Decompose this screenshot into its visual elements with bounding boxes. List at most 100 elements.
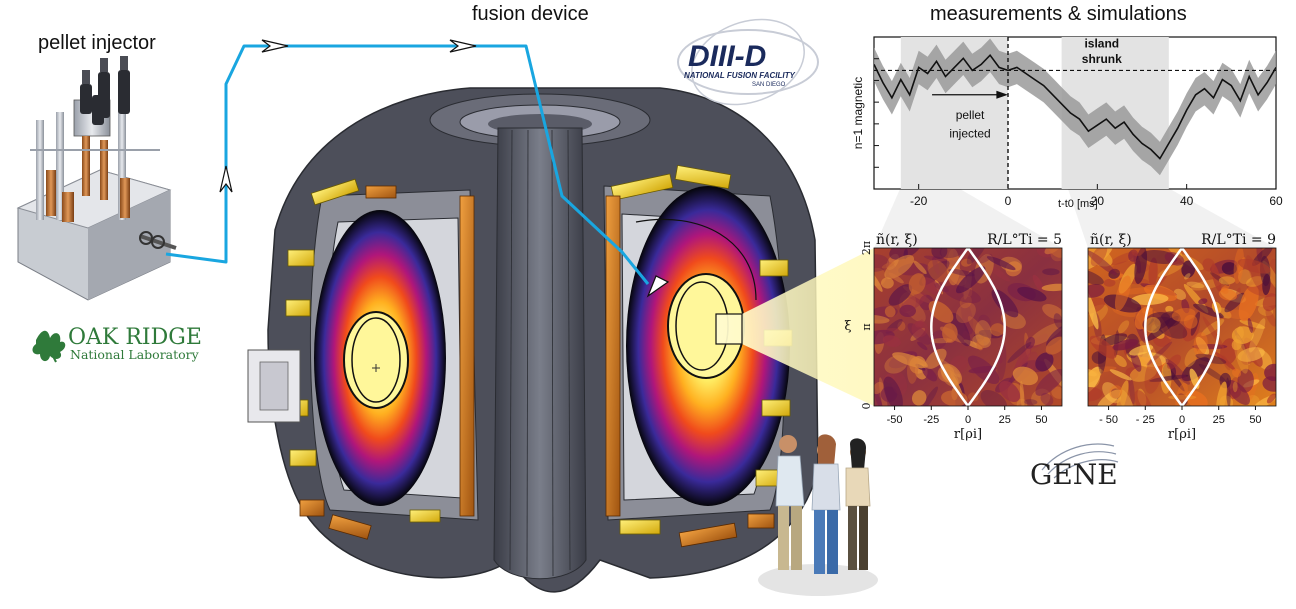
zoom-target-box	[715, 313, 743, 345]
turbulence-blob	[1221, 262, 1237, 275]
turbulence-blob	[1202, 316, 1225, 350]
turbulence-blob	[976, 338, 985, 351]
turbulence-blob	[1000, 311, 1026, 330]
turbulence-blob	[1239, 319, 1266, 329]
chart-annotation: shrunk	[1082, 52, 1122, 66]
turbulence-blob	[966, 248, 988, 265]
turbulence-blob	[1051, 386, 1062, 399]
turbulence-blob	[1035, 368, 1062, 396]
turbulence-blob	[1218, 288, 1237, 301]
turbulence-blob	[1088, 250, 1117, 276]
turbulence-blob	[915, 320, 923, 328]
turbulence-blob	[932, 256, 940, 275]
turbulence-blob	[1246, 276, 1265, 287]
turbulence-blob	[1167, 354, 1181, 370]
oak-leaf-icon	[32, 330, 66, 363]
turbulence-blob	[908, 273, 926, 295]
turbulence-blob	[1262, 376, 1276, 392]
turbulence-blob	[1109, 369, 1132, 381]
turbulence-blob	[1181, 260, 1196, 278]
turbulence-blob	[955, 302, 976, 324]
turbulence-blob	[1146, 315, 1179, 341]
turbulence-blob	[1144, 355, 1163, 394]
turbulence-blob	[1116, 380, 1129, 406]
turbulence-blob	[1097, 389, 1121, 406]
turbulence-blob	[922, 386, 938, 406]
turbulence-blob	[1035, 352, 1054, 372]
turbulence-blob	[892, 352, 928, 369]
turbulence-blob	[940, 363, 962, 385]
sim-x-tick-label: -50	[887, 414, 903, 426]
sim-y-tick-label: 2π	[860, 241, 873, 255]
turbulence-blob	[956, 266, 986, 294]
turbulence-blob	[1088, 368, 1103, 385]
sim-panel-1-x-label: r[ρi]	[954, 427, 982, 442]
gene-logo: GENE	[1030, 443, 1119, 491]
turbulence-blob	[1262, 293, 1276, 312]
turbulence-blob	[1042, 304, 1062, 320]
turbulence-blob	[1148, 257, 1158, 287]
turbulence-blob	[1193, 332, 1208, 357]
turbulence-blob	[1193, 303, 1224, 319]
turbulence-blob	[874, 254, 890, 272]
x-tick-label: 40	[1180, 194, 1194, 208]
pellet-path	[165, 39, 670, 298]
oak-ridge-logo: OAK RIDGE National Laboratory	[32, 325, 202, 363]
chart-annotation: injected	[949, 126, 990, 140]
turbulence-blob	[1041, 283, 1062, 292]
turbulence-blob	[1237, 368, 1254, 393]
turbulence-blob	[1237, 347, 1265, 362]
sim-panel-1-title-left: ñ(r, ξ)	[876, 232, 918, 248]
turbulence-blob	[977, 253, 993, 264]
turbulence-blob	[1238, 284, 1259, 322]
turbulence-blob	[1216, 381, 1227, 406]
band-connector-2	[1068, 189, 1276, 248]
turbulence-blob	[1045, 336, 1062, 355]
turbulence-blob	[1237, 258, 1271, 274]
turbulence-blob	[1143, 284, 1178, 302]
turbulence-blob	[885, 318, 903, 334]
turbulence-blob	[1088, 248, 1113, 267]
turbulence-blob	[1114, 354, 1127, 368]
turbulence-blob	[874, 268, 883, 292]
sim-x-tick-label: 0	[965, 414, 971, 426]
gene-text: GENE	[1030, 458, 1118, 491]
turbulence-blob	[1165, 358, 1190, 385]
turbulence-blob	[1017, 286, 1047, 302]
diii-d-logo: DIII-D NATIONAL FUSION FACILITY SAN DIEG…	[677, 18, 819, 106]
turbulence-blob	[1025, 336, 1035, 349]
chart-y-label: n=1 magnetic	[851, 77, 865, 149]
x-tick-label: -20	[910, 194, 928, 208]
sim-x-tick-label: 50	[1035, 414, 1047, 426]
turbulence-blob	[881, 261, 895, 269]
turbulence-blob	[1184, 273, 1191, 280]
turbulence-blob	[942, 323, 958, 343]
ornl-line1: OAK RIDGE	[68, 325, 202, 350]
chart-annotation: island	[1084, 37, 1119, 51]
turbulence-blob	[884, 254, 915, 279]
turbulence-blob	[883, 376, 903, 406]
sim-x-tick-label: - 25	[1136, 414, 1155, 426]
turbulence-blob	[1262, 273, 1271, 296]
turbulence-blob	[1265, 309, 1276, 327]
turbulence-blob	[1195, 336, 1210, 355]
pellet-injector-illustration	[16, 56, 177, 301]
arrow-chevron-icon	[449, 39, 477, 53]
sim-x-tick-label: 0	[1179, 414, 1185, 426]
turbulence-blob	[978, 314, 991, 330]
chart-x-label: t-t0 [ms]	[1058, 198, 1098, 210]
turbulence-blob	[990, 323, 1005, 337]
pellet-injector-title: pellet injector	[38, 32, 156, 54]
ornl-line2: National Laboratory	[70, 347, 200, 362]
x-tick-label: 60	[1269, 194, 1283, 208]
turbulence-blob	[1030, 333, 1048, 349]
sim-panel-2-title-left: ñ(r, ξ)	[1090, 232, 1132, 248]
diiid-main: DIII-D	[688, 40, 766, 73]
turbulence-blob	[1128, 249, 1139, 262]
turbulence-blob	[1233, 248, 1244, 284]
turbulence-blob	[882, 335, 901, 347]
turbulence-blob	[1214, 351, 1236, 371]
turbulence-blob	[1040, 392, 1054, 406]
sim-panel-2-x-label: r[ρi]	[1168, 427, 1196, 442]
